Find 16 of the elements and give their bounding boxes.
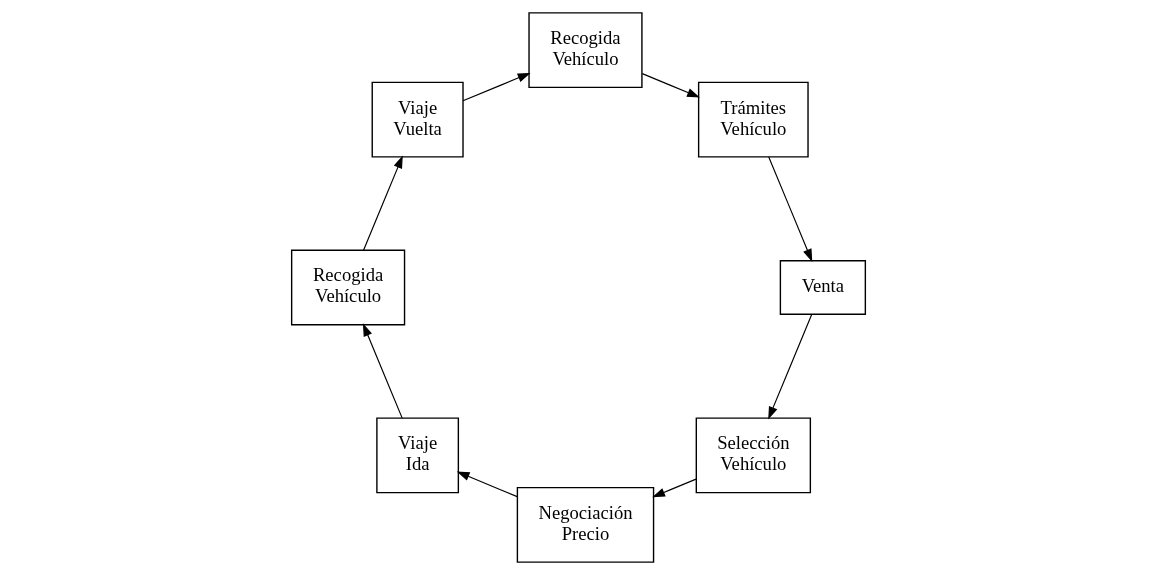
- node-box: Recogida Vehículo: [528, 12, 643, 89]
- arrow: [652, 478, 697, 498]
- arrow: [641, 73, 700, 98]
- arrow: [768, 313, 813, 420]
- node-box: Viaje Ida: [376, 417, 460, 494]
- arrow: [456, 471, 518, 498]
- node-box: Trámites Vehículo: [697, 81, 809, 158]
- arrow: [362, 155, 403, 251]
- arrow: [362, 323, 403, 419]
- node-box: Recogida Vehículo: [290, 249, 406, 326]
- node-box: Venta: [779, 260, 867, 315]
- arrow: [768, 156, 813, 262]
- node-box: Negociación Precio: [516, 486, 655, 563]
- node-box: Selección Vehículo: [695, 417, 812, 494]
- node-box: Viaje Vuelta: [371, 81, 464, 158]
- arrow: [462, 72, 531, 102]
